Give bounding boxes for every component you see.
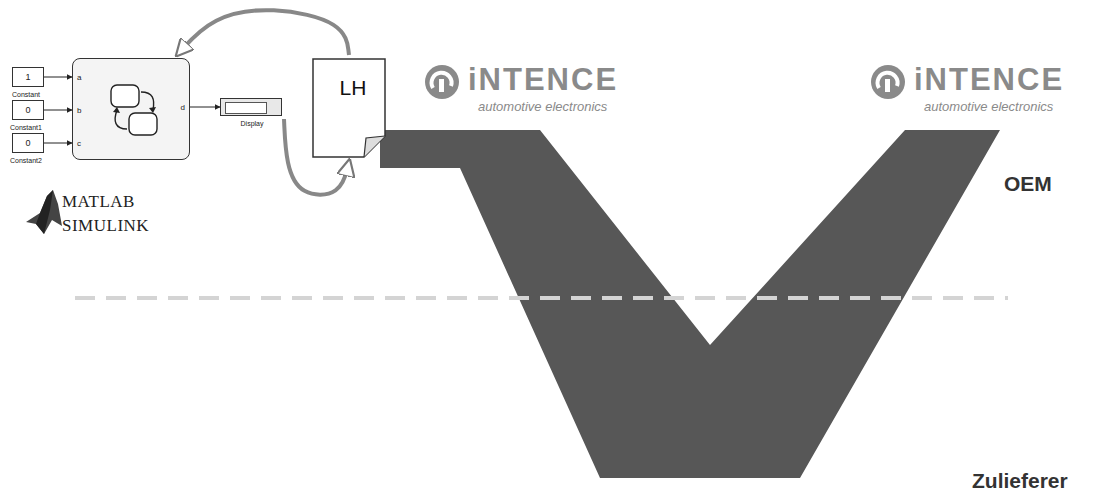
display-window [225, 102, 267, 114]
signal-line [44, 110, 72, 111]
logo-icon [871, 65, 905, 99]
signal-line [44, 77, 72, 78]
logo-icon [425, 65, 459, 99]
logo-tagline: automotive electronics [478, 99, 607, 114]
cycle-arrow [178, 10, 349, 55]
block-name: Constant [0, 91, 53, 98]
stateflow-icon [73, 59, 191, 161]
product-name: SIMULINK [62, 216, 149, 236]
level-label: OEM [1004, 172, 1052, 196]
level-label: Zulieferer [972, 469, 1068, 493]
matlab-logo [26, 190, 62, 234]
v-model-band [380, 130, 1000, 478]
block-value: 0 [13, 138, 43, 148]
chart-block: a b c d [72, 58, 190, 160]
document-outline [312, 58, 386, 158]
port-name: c [77, 139, 81, 148]
constant-block: 0Constant1 [12, 100, 44, 120]
document-label: LH [312, 76, 394, 100]
company-logo: iNTENCE [914, 62, 1064, 98]
separator-line [75, 296, 1008, 300]
company-logo: iNTENCE [468, 62, 618, 98]
document-icon: LH [312, 58, 394, 158]
product-name: MATLAB [62, 192, 135, 212]
logo-tagline: automotive electronics [924, 99, 1053, 114]
constant-block: 1Constant [12, 67, 44, 87]
constant-block: 0Constant2 [12, 133, 44, 153]
port-name: b [77, 106, 81, 115]
signal-line [190, 107, 220, 108]
signal-line [44, 143, 72, 144]
display-block: Display [220, 98, 282, 116]
port-name: d [181, 103, 185, 112]
block-value: 0 [13, 105, 43, 115]
block-name: Display [215, 120, 289, 127]
port-name: a [77, 73, 81, 82]
block-value: 1 [13, 72, 43, 82]
block-name: Constant2 [0, 157, 53, 164]
block-name: Constant1 [0, 124, 53, 131]
